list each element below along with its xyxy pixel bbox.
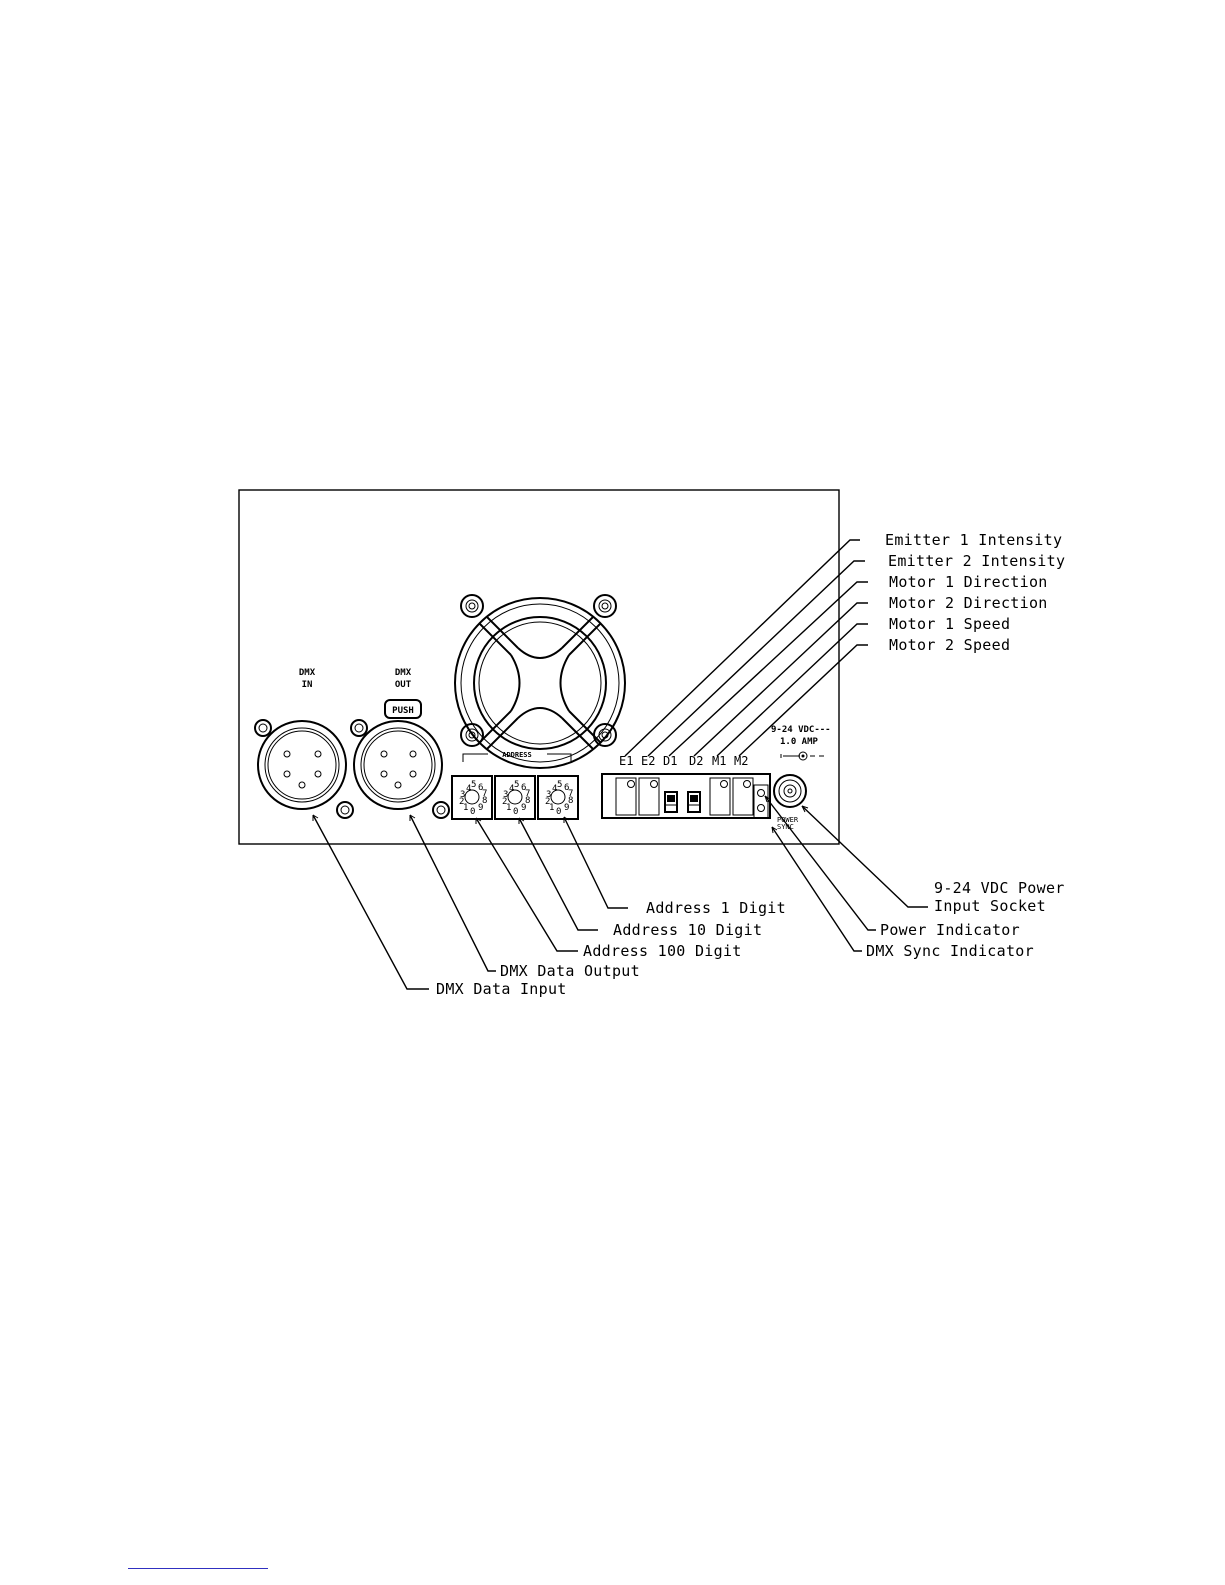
dmx-out-label-line1: DMX xyxy=(395,668,412,678)
footer-rule xyxy=(128,1568,268,1569)
fan-screw xyxy=(593,594,617,618)
dial-digit: 3 xyxy=(460,790,465,800)
dial-digit: 4 xyxy=(552,784,557,794)
dial-digit: 2 xyxy=(459,797,464,807)
dial-digit: 6 xyxy=(521,783,526,793)
callout-emitter2-intensity: Emitter 2 Intensity xyxy=(888,552,1065,570)
callout-dmx-sync-indicator: DMX Sync Indicator xyxy=(866,942,1034,960)
dial-digit: 2 xyxy=(545,797,550,807)
dial-digit: 3 xyxy=(546,790,551,800)
fan-screw xyxy=(460,723,484,747)
callout-dmx-data-input: DMX Data Input xyxy=(436,980,567,998)
sync-led-label: SYNC xyxy=(777,823,794,831)
callout-address-1-digit: Address 1 Digit xyxy=(646,899,786,917)
dial-digit: 7 xyxy=(525,789,530,799)
callout-dmx-data-output: DMX Data Output xyxy=(500,962,640,980)
dial-digit: 4 xyxy=(509,784,514,794)
dial-digit: 6 xyxy=(564,783,569,793)
dial-digit: 7 xyxy=(482,789,487,799)
callout-motor2-speed: Motor 2 Speed xyxy=(889,636,1010,654)
dial-digit: 1 xyxy=(506,803,511,813)
dial-digit: 1 xyxy=(463,803,468,813)
mount-screw xyxy=(254,719,272,737)
trimpot-m2[interactable] xyxy=(732,777,754,816)
power-rating-line1: 9-24 VDC--- xyxy=(771,725,831,735)
trimpot-e1[interactable] xyxy=(615,777,637,816)
fan-screw xyxy=(593,723,617,747)
mount-screw xyxy=(432,801,450,819)
dmx-in-connector: DMX IN xyxy=(254,668,354,819)
dial-digit: 0 xyxy=(556,807,561,817)
dmx-out-label-line2: OUT xyxy=(395,680,412,690)
address-label: ADDRESS xyxy=(502,751,532,759)
dial-digit: 4 xyxy=(466,784,471,794)
dial-digit: 0 xyxy=(470,807,475,817)
address-dial-10[interactable]: 4 5 6 3 7 2 8 1 9 0 xyxy=(494,775,536,820)
address-group: ADDRESS 4 5 6 3 7 2 8 1 9 0 4 5 6 3 7 2 … xyxy=(451,751,579,820)
callout-motor1-speed: Motor 1 Speed xyxy=(889,615,1010,633)
leader-lines-bottom xyxy=(312,795,928,990)
mount-screw xyxy=(336,801,354,819)
power-socket: 9-24 VDC--- 1.0 AMP xyxy=(771,725,831,808)
channel-label-e1: E1 xyxy=(619,754,633,768)
dial-digit: 6 xyxy=(478,783,483,793)
dial-digit: 9 xyxy=(564,803,569,813)
callout-address-100-digit: Address 100 Digit xyxy=(583,942,742,960)
dmx-in-label-line1: DMX xyxy=(299,668,316,678)
dial-digit: 1 xyxy=(549,803,554,813)
callout-motor1-direction: Motor 1 Direction xyxy=(889,573,1048,591)
dial-digit: 8 xyxy=(568,796,573,806)
dial-digit: 9 xyxy=(478,803,483,813)
dial-digit: 7 xyxy=(568,789,573,799)
power-rating-line2: 1.0 AMP xyxy=(780,737,819,747)
dmx-in-label-line2: IN xyxy=(302,680,313,690)
dial-digit: 5 xyxy=(557,780,562,790)
channel-label-d2: D2 xyxy=(689,754,703,768)
callout-power-socket-line1: 9-24 VDC Power xyxy=(934,879,1065,897)
switch-d1[interactable] xyxy=(664,791,678,813)
channel-label-m2: M2 xyxy=(734,754,748,768)
callout-power-socket-line2: Input Socket xyxy=(934,897,1046,915)
dial-digit: 9 xyxy=(521,803,526,813)
dial-digit: 8 xyxy=(525,796,530,806)
callout-address-10-digit: Address 10 Digit xyxy=(613,921,762,939)
callout-motor2-direction: Motor 2 Direction xyxy=(889,594,1048,612)
callout-power-indicator: Power Indicator xyxy=(880,921,1020,939)
power-led xyxy=(757,789,765,797)
power-led-label: POWER xyxy=(777,816,799,824)
fan-guard xyxy=(454,594,626,769)
address-dial-1[interactable]: 4 5 6 3 7 2 8 1 9 0 xyxy=(537,775,579,820)
dial-digit: 0 xyxy=(513,807,518,817)
mount-screw xyxy=(350,719,368,737)
callout-emitter1-intensity: Emitter 1 Intensity xyxy=(885,531,1062,549)
panel-outline xyxy=(238,489,840,845)
dial-digit: 2 xyxy=(502,797,507,807)
dial-digit: 5 xyxy=(471,780,476,790)
channel-block: E1 E2 D1 D2 M1 M2 POWER SYNC xyxy=(601,754,799,831)
channel-label-e2: E2 xyxy=(641,754,655,768)
dial-digit: 3 xyxy=(503,790,508,800)
dmx-out-connector: DMX OUT PUSH xyxy=(350,668,450,819)
channel-label-d1: D1 xyxy=(663,754,677,768)
channel-label-m1: M1 xyxy=(712,754,726,768)
dial-digit: 5 xyxy=(514,780,519,790)
leader-lines-channels xyxy=(624,539,868,757)
trimpot-e2[interactable] xyxy=(638,777,660,816)
push-label: PUSH xyxy=(392,706,414,716)
fan-screw xyxy=(460,594,484,618)
trimpot-m1[interactable] xyxy=(709,777,731,816)
sync-led xyxy=(757,804,765,812)
push-latch xyxy=(384,699,422,719)
switch-d2[interactable] xyxy=(687,791,701,813)
address-dial-100[interactable]: 4 5 6 3 7 2 8 1 9 0 xyxy=(451,775,493,820)
dial-digit: 8 xyxy=(482,796,487,806)
